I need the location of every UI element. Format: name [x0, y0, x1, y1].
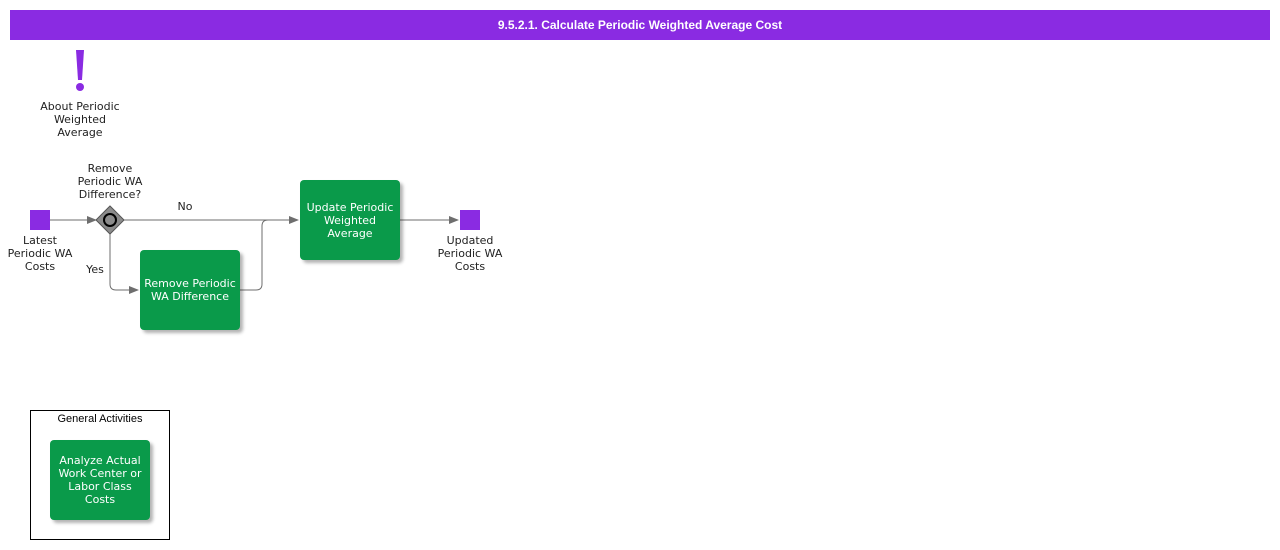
start-event[interactable] [30, 210, 50, 230]
general-activities-group: General Activities [30, 410, 170, 540]
task-analyze-actual-costs[interactable]: Analyze Actual Work Center or Labor Clas… [50, 440, 150, 520]
diagram-title: 9.5.2.1. Calculate Periodic Weighted Ave… [10, 10, 1270, 40]
exclamation-icon [76, 50, 84, 91]
gateway-label: Remove Periodic WA Difference? [77, 162, 143, 201]
end-event-label: Updated Periodic WA Costs [437, 234, 503, 273]
flow-remove-to-update [240, 219, 269, 291]
gateway-diamond[interactable] [95, 205, 125, 235]
general-activities-title: General Activities [57, 413, 143, 425]
end-event[interactable] [460, 210, 480, 230]
start-event-label: Latest Periodic WA Costs [7, 234, 73, 273]
gateway-no-label: No [177, 200, 193, 213]
annotation-label: About Periodic Weighted Average [40, 100, 120, 139]
gateway-yes-label: Yes [86, 263, 104, 276]
task-remove-periodic-wa-difference[interactable]: Remove Periodic WA Difference [140, 250, 240, 330]
flow-yes [109, 234, 139, 294]
task-update-periodic-weighted-average[interactable]: Update Periodic Weighted Average [300, 180, 400, 260]
